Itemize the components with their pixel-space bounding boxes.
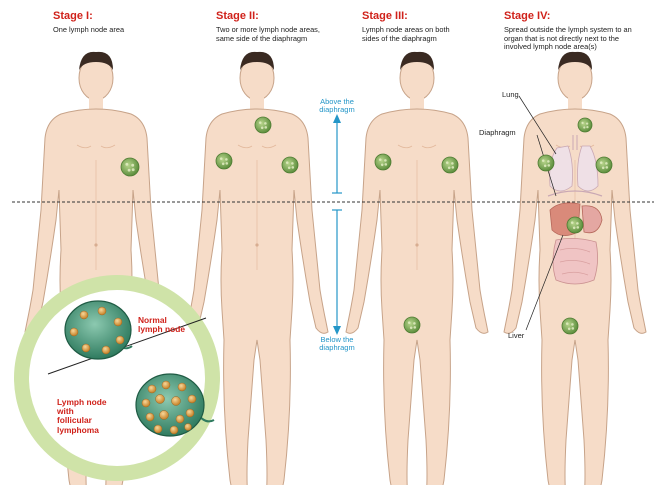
below-diaphragm-label: Below the diaphragm — [305, 336, 369, 353]
diaphragm-label: Diaphragm — [479, 128, 516, 137]
follicle — [102, 346, 110, 354]
follicle — [156, 395, 165, 404]
lymph-node-stage-4-liver — [567, 217, 583, 233]
lymph-node-stage-1-armpit — [121, 158, 139, 176]
lymph-node-stage-3-right-armpit — [442, 157, 458, 173]
lymph-node-stage-3-left-armpit — [375, 154, 391, 170]
follicle — [188, 395, 196, 403]
follicle — [142, 399, 150, 407]
above-diaphragm-label: Above the diaphragm — [305, 98, 369, 115]
diaphragm-arrows — [332, 114, 342, 335]
follicle — [80, 311, 88, 319]
stage-1-description: One lymph node area — [53, 26, 124, 35]
normal-lymph-node — [65, 301, 131, 359]
figure-stage-3 — [346, 52, 488, 485]
follicle — [116, 336, 124, 344]
stage-3-description: Lymph node areas on both sides of the di… — [362, 26, 450, 43]
follicle — [70, 328, 78, 336]
follicle — [148, 385, 156, 393]
follicle — [186, 409, 194, 417]
follicular-lymphoma-label: Lymph node with follicular lymphoma — [57, 398, 106, 435]
follicular-lymphoma-node — [136, 374, 204, 436]
follicle — [98, 307, 106, 315]
lymph-node-stage-3-groin — [404, 317, 420, 333]
liver-label: Liver — [508, 331, 524, 340]
follicle — [172, 397, 181, 406]
follicle — [170, 426, 178, 434]
lymph-node-stage-4-groin — [562, 318, 578, 334]
follicle — [82, 344, 90, 352]
lymph-node-stage-2-neck — [255, 117, 271, 133]
follicle — [154, 425, 162, 433]
lymph-node-stage-2-right-armpit — [282, 157, 298, 173]
follicle — [185, 424, 192, 431]
stage-2-description: Two or more lymph node areas, same side … — [216, 26, 320, 43]
lymph-node-stage-2-left-armpit — [216, 153, 232, 169]
stage-4-description: Spread outside the lymph system to an or… — [504, 26, 632, 52]
lymph-node-stage-4-left-armpit — [538, 155, 554, 171]
follicle — [114, 318, 122, 326]
follicle — [162, 381, 170, 389]
stage-1-title: Stage I: — [53, 10, 93, 22]
lung-label: Lung — [502, 90, 519, 99]
stage-4-title: Stage IV: — [504, 10, 550, 22]
follicle — [146, 413, 154, 421]
stage-2-title: Stage II: — [216, 10, 259, 22]
follicle — [178, 383, 186, 391]
stage-3-title: Stage III: — [362, 10, 408, 22]
follicle — [176, 415, 184, 423]
lymph-node-stage-4-neck — [578, 118, 592, 132]
lymph-node-stage-4-right-armpit — [596, 157, 612, 173]
normal-lymph-node-label: Normal lymph node — [138, 316, 185, 334]
follicle — [160, 411, 169, 420]
